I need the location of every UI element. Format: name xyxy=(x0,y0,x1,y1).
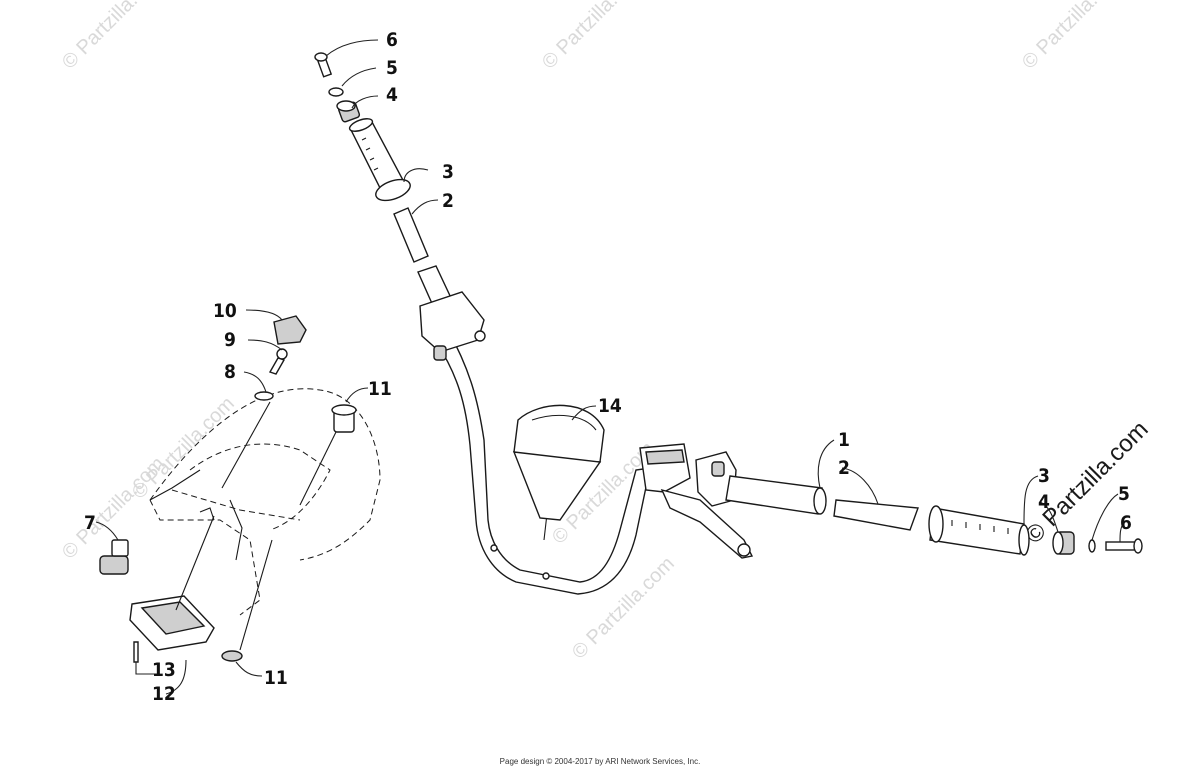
callout-10: 10 xyxy=(213,300,237,322)
callout-7: 7 xyxy=(84,512,96,534)
callout-9: 9 xyxy=(224,329,236,351)
grip-sleeve-left xyxy=(393,207,429,263)
grip-right xyxy=(928,505,1030,556)
callout-13: 13 xyxy=(152,659,176,681)
bolt-right xyxy=(1105,538,1143,554)
washer-left xyxy=(328,87,344,97)
bar-end-cap-right xyxy=(1052,531,1075,555)
watermark-bottom-center: © Partzilla.com xyxy=(568,553,679,664)
callout-14: 14 xyxy=(598,395,622,417)
callout-11-bottom: 11 xyxy=(264,667,288,689)
callout-6-right: 6 xyxy=(1120,512,1132,534)
ignition-key xyxy=(268,348,288,375)
handlebar xyxy=(419,291,651,595)
left-grip-assembly xyxy=(314,52,453,309)
brake-master-cylinder xyxy=(639,443,754,559)
callout-3-right: 3 xyxy=(1038,465,1050,487)
washer-right xyxy=(1088,539,1096,553)
watermark-top-center: © Partzilla.com xyxy=(538,0,649,74)
switch-seven xyxy=(99,539,129,575)
ignition-nut xyxy=(254,391,274,401)
callout-11-top: 11 xyxy=(368,378,392,400)
switch-housing-left xyxy=(419,291,486,361)
callout-12: 12 xyxy=(152,683,176,705)
handlebar-pad xyxy=(512,404,605,541)
callouts: 6 5 4 3 2 10 9 8 11 7 13 12 11 14 1 2 3 … xyxy=(84,29,1132,705)
handlebar-end-right xyxy=(725,475,827,515)
plug-grommet-bottom xyxy=(221,650,243,662)
callout-2-left: 2 xyxy=(442,190,454,212)
handlebar-pivot xyxy=(490,544,498,552)
handlebar-pivot-2 xyxy=(542,572,550,580)
bar-end-cap-left xyxy=(336,100,361,123)
leader-lines xyxy=(95,39,1125,695)
bolt-left xyxy=(314,52,333,78)
screw-thirteen xyxy=(133,641,139,663)
callout-5-right: 5 xyxy=(1118,483,1130,505)
ignition-key-cap xyxy=(273,315,307,345)
callout-4-left: 4 xyxy=(386,84,398,106)
plug-grommet-top xyxy=(331,404,357,433)
callout-5-left: 5 xyxy=(386,57,398,79)
watermark-top-right: © Partzilla.com xyxy=(1018,0,1129,74)
callout-8: 8 xyxy=(224,361,236,383)
callout-6-left: 6 xyxy=(386,29,398,51)
callout-1: 1 xyxy=(838,429,850,451)
callout-3-left: 3 xyxy=(442,161,454,183)
page-footer: Page design © 2004-2017 by ARI Network S… xyxy=(499,757,701,766)
watermark-top-left: © Partzilla.com xyxy=(58,0,169,74)
grip-sleeve-right xyxy=(833,499,919,531)
display-unit xyxy=(129,595,215,651)
callout-2-right: 2 xyxy=(838,457,850,479)
callout-4-right: 4 xyxy=(1038,491,1050,513)
grip-left xyxy=(348,118,411,202)
